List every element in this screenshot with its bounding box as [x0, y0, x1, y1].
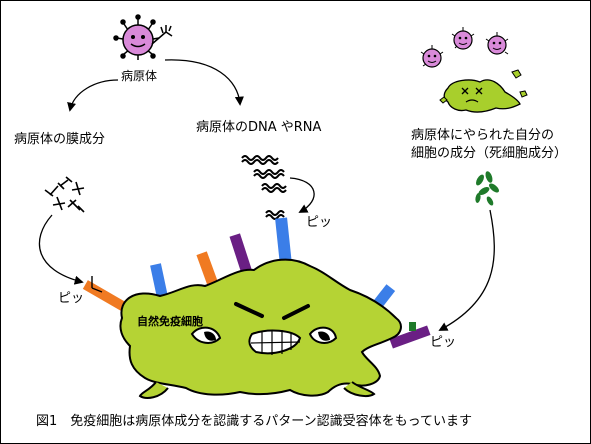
cell-name-label: 自然免疫細胞	[137, 314, 203, 328]
dead-cell-icon	[439, 69, 528, 113]
small-pathogens-icon	[420, 27, 509, 68]
arrow-membrane-to-receptor	[38, 214, 84, 285]
membrane-components-icon	[44, 176, 85, 213]
pip-label-purple: ピッ	[430, 335, 456, 350]
bound-fragment	[409, 322, 416, 331]
arrow-to-membrane	[67, 79, 119, 112]
pip-label-blue: ピッ	[306, 215, 332, 230]
dead-cells-label-line1: 病原体にやられた自分の	[411, 128, 554, 143]
pathogen-label: 病原体	[121, 68, 157, 83]
bound-membrane-component	[91, 276, 103, 293]
dna-fragment-icon	[265, 210, 285, 220]
membrane-label: 病原体の膜成分	[14, 132, 105, 147]
dead-cell-fragments-icon	[475, 171, 499, 206]
arrow-dead-cells-to-receptor	[438, 209, 495, 331]
pathogen-icon	[113, 14, 173, 60]
arrow-dna-to-receptor	[289, 177, 315, 213]
arrow-to-dna-rna	[164, 59, 244, 106]
figure-caption: 図1 免疫細胞は病原体成分を認識するパターン認識受容体をもっています	[36, 413, 472, 429]
dna-rna-icon	[241, 155, 287, 193]
pip-label-orange: ピッ	[58, 291, 84, 306]
dna-rna-label: 病原体のDNA やRNA	[196, 120, 322, 135]
innate-immune-cell	[119, 258, 402, 399]
dead-cells-label-line2: 細胞の成分（死細胞成分）	[411, 146, 567, 161]
receptor-purple-right	[389, 325, 431, 349]
